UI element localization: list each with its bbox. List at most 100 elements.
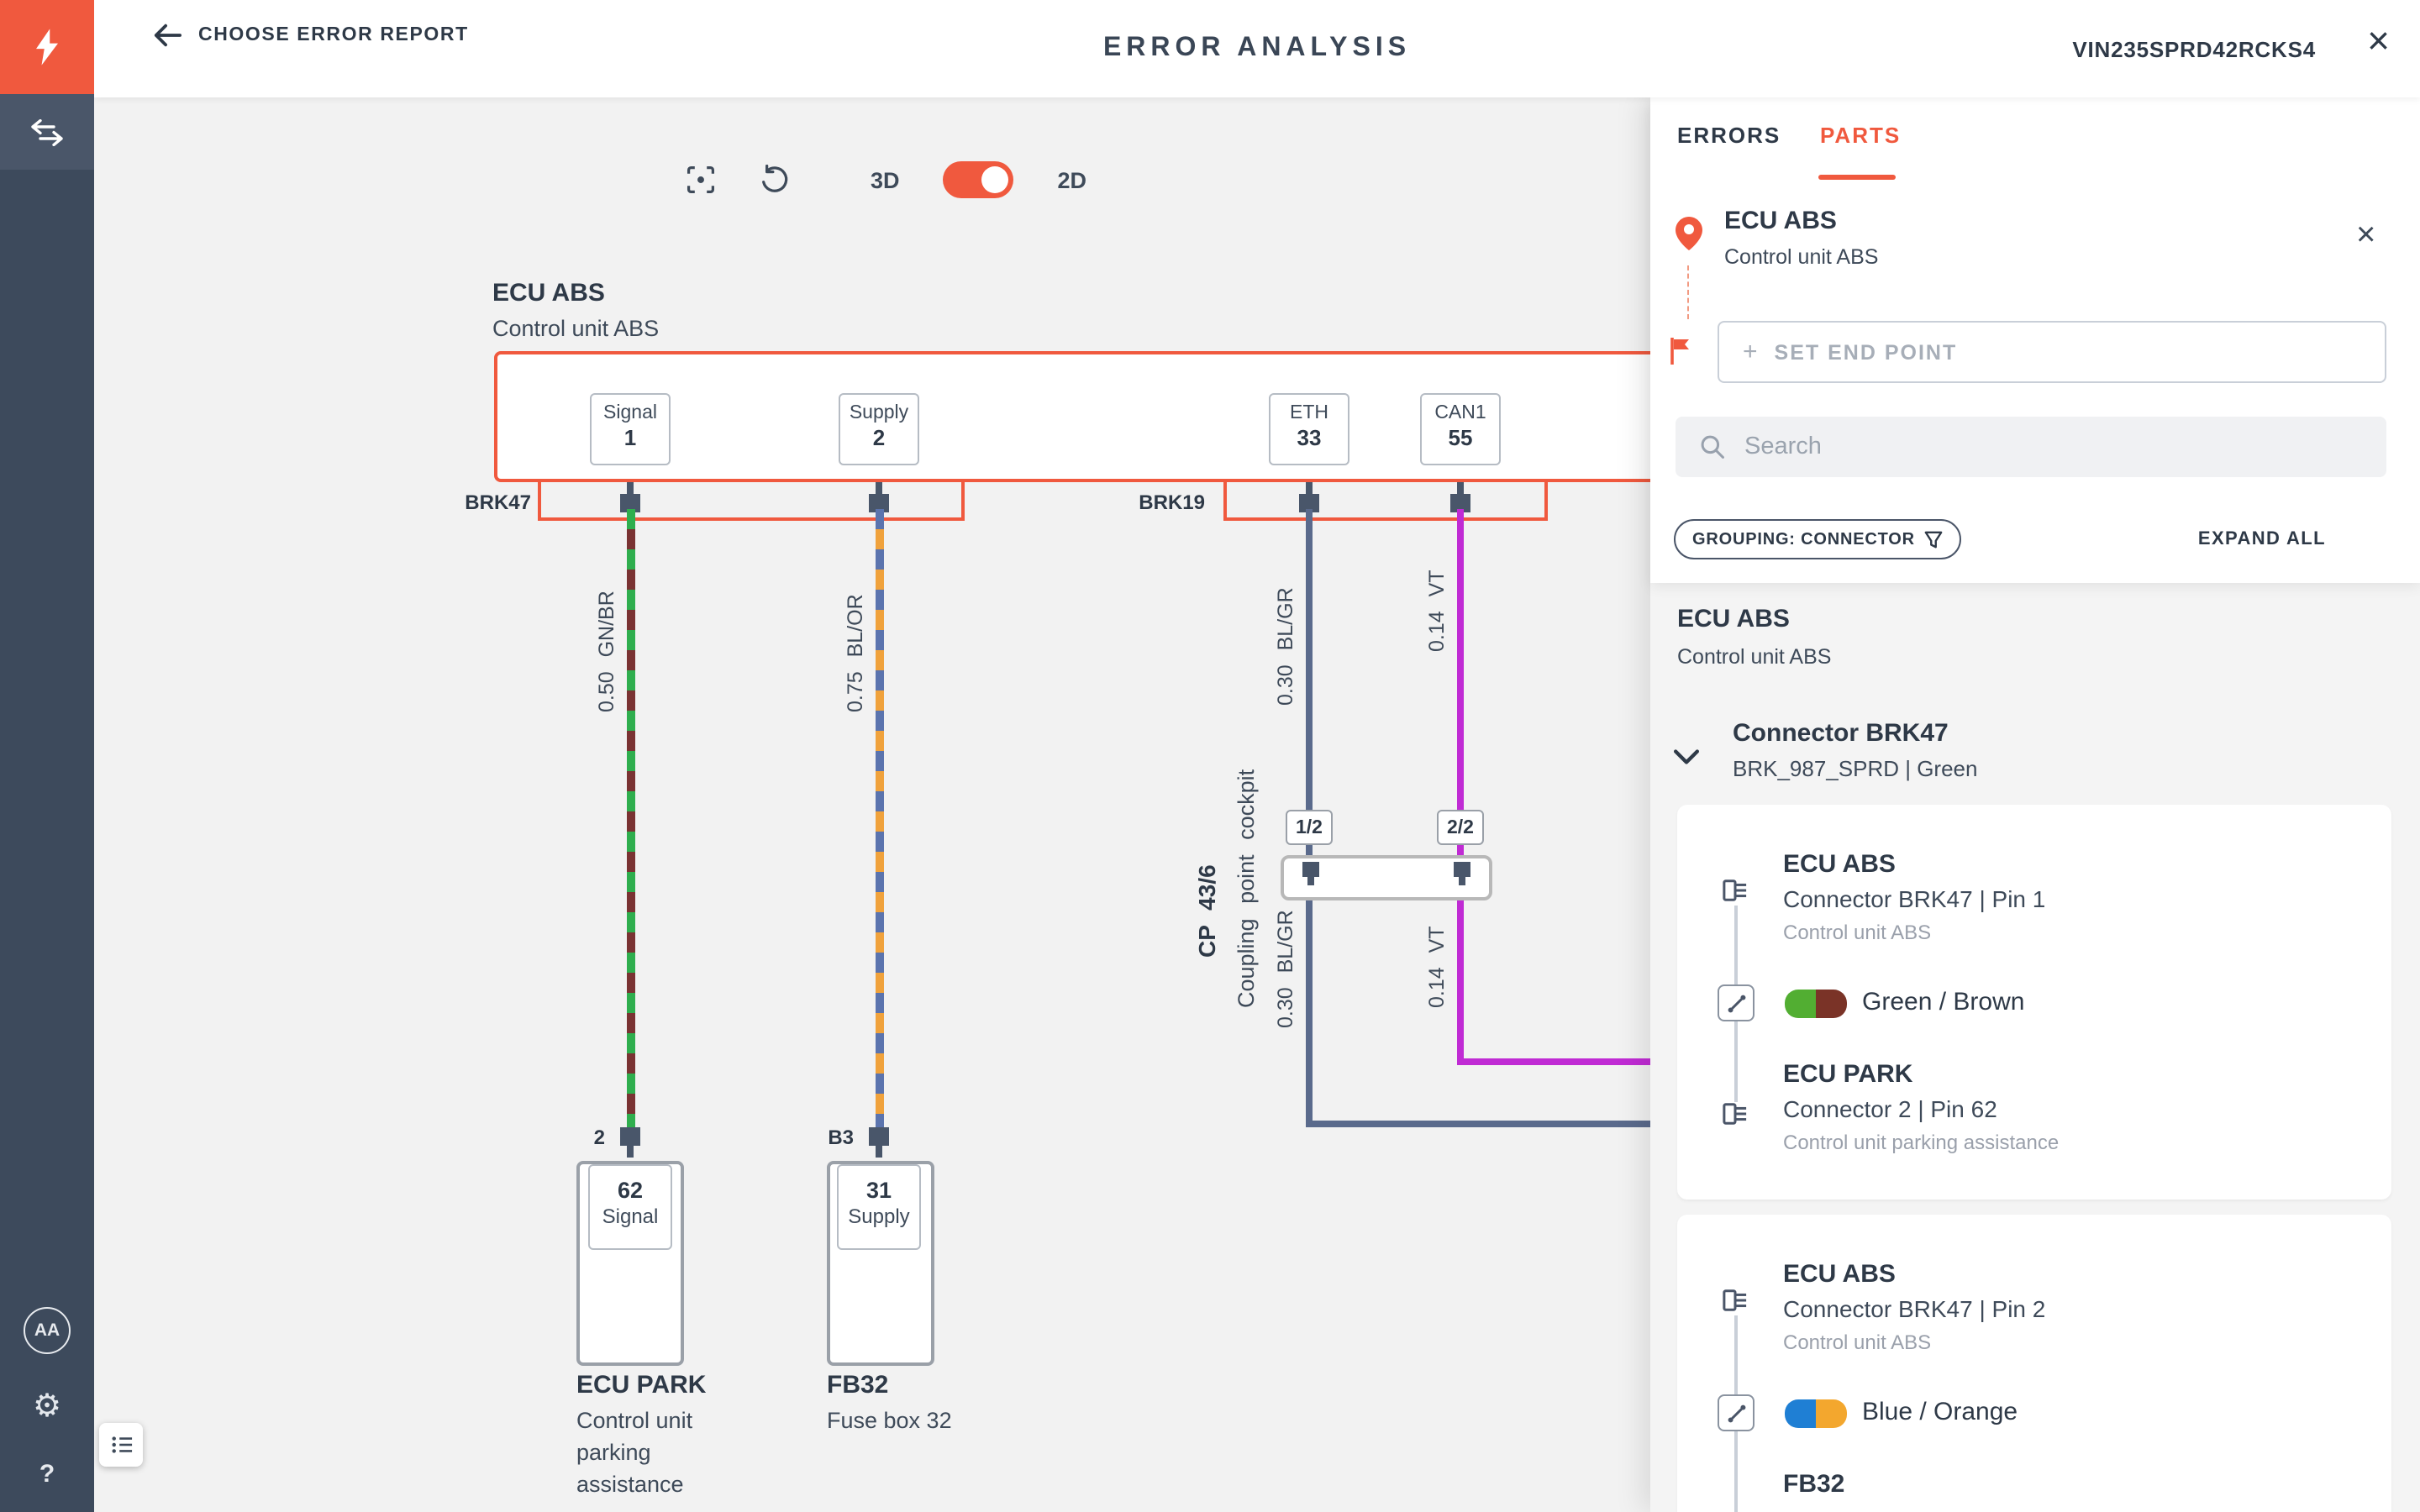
pin-number: 55: [1448, 425, 1473, 450]
close-button[interactable]: ×: [2367, 18, 2390, 62]
search-input[interactable]: [1741, 432, 2302, 462]
from-description: Control unit ABS: [1783, 1331, 1932, 1354]
to-description: Control unit parking assistance: [1783, 1131, 2060, 1154]
connector-plug[interactable]: [620, 482, 640, 512]
component-name: ECU ABS: [492, 279, 605, 307]
to-connector: Connector 2 | Pin 62: [1783, 1095, 1997, 1122]
component-description: Control unit ABS: [492, 316, 660, 341]
pin-label: Supply: [848, 1205, 910, 1228]
coupling-plug-right-label[interactable]: 2/2: [1437, 810, 1484, 845]
expand-all-button[interactable]: EXPAND ALL: [2197, 529, 2326, 549]
toggle-knob: [981, 166, 1009, 193]
reset-rotation-button[interactable]: [760, 165, 790, 195]
parts-list: ECU ABS Control unit ABS Connector BRK47…: [1650, 583, 2420, 1512]
from-connector: Connector BRK47 | Pin 1: [1783, 885, 2046, 912]
main-component-title: ECU ABS Control unit ABS: [492, 277, 659, 348]
pin-signal-1[interactable]: Signal 1: [590, 393, 671, 465]
pin-label: Supply: [849, 403, 909, 423]
connector-plug[interactable]: [1450, 482, 1470, 512]
group-collapse-toggle[interactable]: [1674, 743, 1699, 773]
connector-plug[interactable]: [620, 1127, 640, 1158]
clear-selection-button[interactable]: ×: [2356, 217, 2376, 254]
legend-button[interactable]: [99, 1423, 143, 1467]
pin-label: Signal: [602, 1205, 659, 1228]
group-title[interactable]: Connector BRK47: [1733, 719, 1949, 748]
grouping-label: GROUPING: CONNECTOR: [1692, 530, 1915, 549]
location-pin-icon: [1676, 217, 1702, 259]
dimension-toggle[interactable]: [943, 161, 1014, 198]
wire-eth-lower[interactable]: [1306, 900, 1313, 1127]
coupling-name: Coupling point cockpit: [1234, 769, 1259, 1008]
wire-label-blgr: 0.30 BL/GR: [1274, 587, 1297, 706]
selected-part-description: Control unit ABS: [1724, 245, 1879, 269]
wire-color-label: Green / Brown: [1862, 988, 2025, 1016]
connector-brk47-bracket[interactable]: [538, 482, 965, 521]
wire-color-chip: [1785, 990, 1847, 1018]
pin-number: 62: [617, 1178, 644, 1203]
search-box[interactable]: [1676, 417, 2386, 477]
ecu-park-connector-number: 2: [593, 1126, 605, 1149]
component-description: Control unit parking assistance: [576, 1408, 693, 1497]
connection-card[interactable]: ECU ABS Connector BRK47 | Pin 2 Control …: [1677, 1215, 2391, 1512]
sidebar-bottom-group: AA ⚙ ?: [0, 1307, 94, 1488]
set-end-point-button[interactable]: + SET END POINT: [1718, 321, 2386, 383]
wire-can-upper[interactable]: [1457, 509, 1464, 860]
tab-errors[interactable]: ERRORS: [1677, 123, 1781, 148]
coupling-code: CP 43/6: [1193, 864, 1220, 958]
mode-2d-label[interactable]: 2D: [1057, 167, 1087, 192]
connector-icon: [1723, 1289, 1748, 1320]
wire-label-vt: 0.14 VT: [1425, 570, 1449, 652]
to-name: FB32: [1783, 1470, 1845, 1499]
wire-can-horizontal[interactable]: [1457, 1058, 1697, 1065]
wire-eth-upper[interactable]: [1306, 509, 1313, 860]
pin-number: 2: [872, 425, 886, 450]
brk19-label: BRK19: [1139, 491, 1205, 514]
choose-error-report-button[interactable]: CHOOSE ERROR REPORT: [153, 24, 469, 47]
selected-part-name: ECU ABS: [1724, 207, 1837, 235]
connector-plug[interactable]: [1301, 862, 1321, 885]
connection-card[interactable]: ECU ABS Connector BRK47 | Pin 1 Control …: [1677, 805, 2391, 1200]
card-from-block: ECU ABS Connector BRK47 | Pin 1 Control …: [1783, 848, 2045, 948]
card-from-block: ECU ABS Connector BRK47 | Pin 2 Control …: [1783, 1258, 2045, 1357]
pin-62-signal[interactable]: 62 Signal: [588, 1164, 672, 1250]
wire-color-label: Blue / Orange: [1862, 1398, 2018, 1426]
grouping-filter-button[interactable]: GROUPING: CONNECTOR: [1674, 519, 1962, 559]
wire-blue-orange[interactable]: [876, 509, 884, 1127]
connector-brk19-bracket[interactable]: [1223, 482, 1548, 521]
connector-plug[interactable]: [1452, 862, 1472, 885]
to-name: ECU PARK: [1783, 1060, 1913, 1089]
plus-icon: +: [1743, 338, 1758, 366]
pin-number: 1: [623, 425, 637, 450]
component-name: FB32: [827, 1371, 889, 1399]
connector-plug[interactable]: [869, 1127, 889, 1158]
pin-31-supply[interactable]: 31 Supply: [837, 1164, 921, 1250]
mode-3d-label[interactable]: 3D: [871, 167, 900, 192]
pin-label: Signal: [603, 403, 657, 423]
pin-number: 33: [1297, 425, 1322, 450]
wire-can-lower[interactable]: [1457, 900, 1464, 1065]
connector-plug[interactable]: [1299, 482, 1319, 512]
pin-label: ETH: [1290, 403, 1328, 423]
wire-eth-horizontal[interactable]: [1309, 1121, 1697, 1127]
view-controls: 3D 2D: [686, 155, 1086, 205]
ecu-abs-component-box[interactable]: [494, 351, 1765, 482]
help-icon[interactable]: ?: [39, 1460, 55, 1488]
from-description: Control unit ABS: [1783, 921, 1932, 944]
coupling-plug-left-label[interactable]: 1/2: [1286, 810, 1333, 845]
sidebar-item-compare[interactable]: [0, 94, 94, 170]
component-description: Fuse box 32: [827, 1408, 952, 1433]
tab-parts[interactable]: PARTS: [1820, 123, 1902, 148]
app-logo[interactable]: [0, 0, 94, 94]
user-avatar[interactable]: AA: [24, 1307, 71, 1354]
center-view-button[interactable]: [686, 165, 716, 195]
from-name: ECU ABS: [1783, 1260, 1896, 1289]
pin-can1-55[interactable]: CAN1 55: [1420, 393, 1501, 465]
pin-eth-33[interactable]: ETH 33: [1269, 393, 1349, 465]
pin-supply-2[interactable]: Supply 2: [839, 393, 919, 465]
connector-plug[interactable]: [869, 482, 889, 512]
wire-green-brown[interactable]: [627, 509, 635, 1127]
connector-icon: [1723, 1102, 1748, 1134]
settings-gear-icon[interactable]: ⚙: [32, 1389, 62, 1425]
card-to-block: FB32: [1783, 1468, 1844, 1502]
